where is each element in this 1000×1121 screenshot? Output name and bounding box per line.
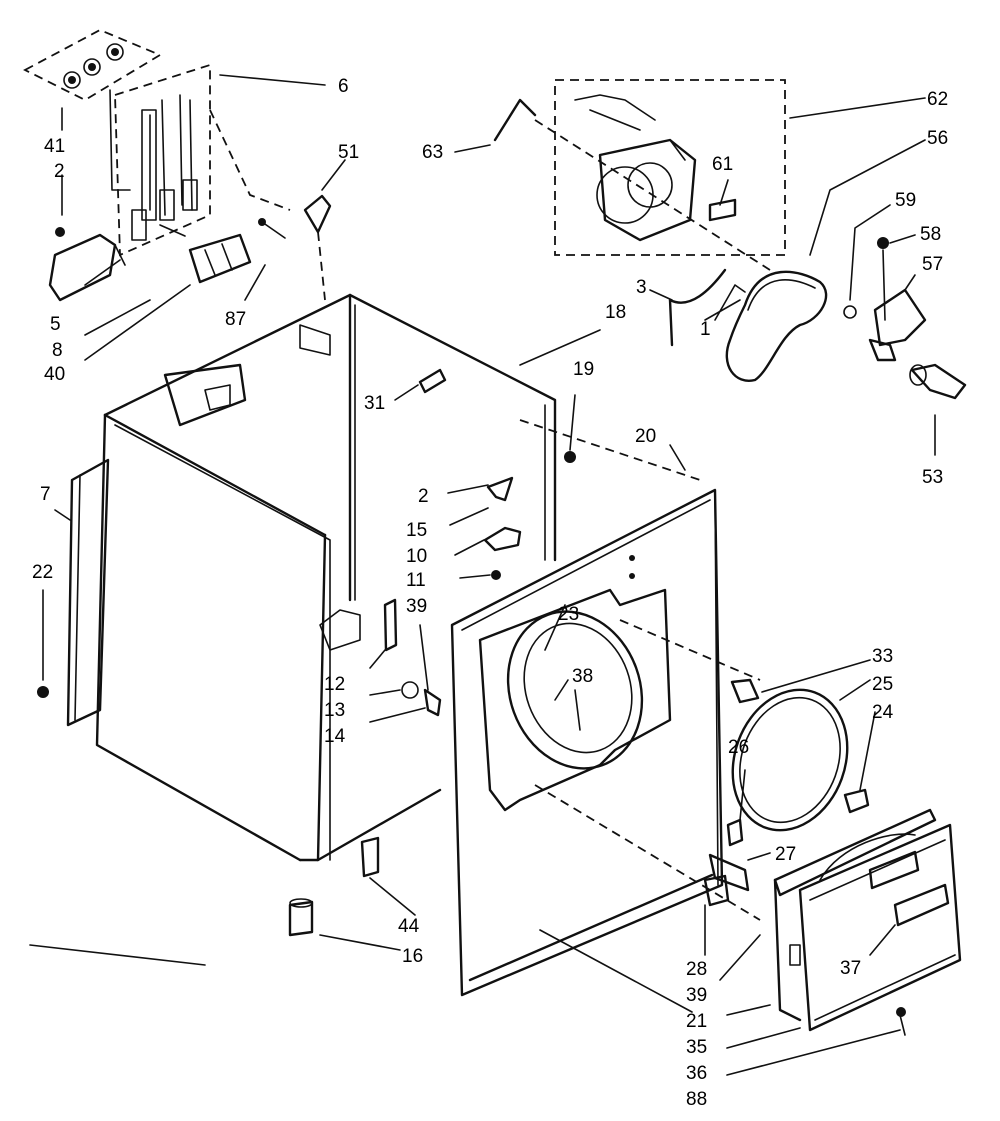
part-14 xyxy=(423,688,442,717)
switch-12 xyxy=(383,598,398,652)
label-35: 35 xyxy=(686,1037,707,1058)
label-18: 18 xyxy=(605,302,626,323)
door-assembly xyxy=(773,808,962,1032)
part-51 xyxy=(303,194,332,234)
control-bracket xyxy=(48,233,126,302)
part-28 xyxy=(703,874,730,907)
door-gasket-25 xyxy=(731,688,849,832)
label-31: 31 xyxy=(364,393,385,414)
back-panel-7 xyxy=(66,458,110,727)
front-panel xyxy=(450,488,724,997)
label-8: 8 xyxy=(52,340,63,361)
screw-87 xyxy=(261,221,286,239)
label-38: 38 xyxy=(572,666,593,687)
hinge-27 xyxy=(708,853,750,892)
label-61: 61 xyxy=(712,154,733,175)
label-3: 3 xyxy=(636,277,647,298)
label-87: 87 xyxy=(225,309,246,330)
switch-block xyxy=(188,233,252,284)
label-26: 26 xyxy=(728,737,749,758)
label-51: 51 xyxy=(338,142,359,163)
label-20: 20 xyxy=(635,426,656,447)
label-2-top: 2 xyxy=(54,161,65,182)
label-15: 15 xyxy=(406,520,427,541)
label-57: 57 xyxy=(922,254,943,275)
motor-assembly xyxy=(554,79,786,256)
label-23: 23 xyxy=(558,604,579,625)
wire-3 xyxy=(668,268,727,347)
label-56: 56 xyxy=(927,128,948,149)
pulley-53 xyxy=(909,363,967,400)
label-36: 36 xyxy=(686,1063,707,1084)
label-39-mid: 39 xyxy=(406,596,427,617)
drive-belt xyxy=(725,270,828,382)
part-10 xyxy=(483,526,522,552)
label-22: 22 xyxy=(32,562,53,583)
label-5: 5 xyxy=(50,314,61,335)
part-33 xyxy=(730,678,760,704)
control-knob-set xyxy=(23,29,162,102)
clip-31 xyxy=(418,368,447,394)
label-28: 28 xyxy=(686,959,707,980)
screw-8 xyxy=(159,224,186,237)
label-21: 21 xyxy=(686,1011,707,1032)
label-24: 24 xyxy=(872,702,894,723)
label-10: 10 xyxy=(406,546,427,567)
part-15 xyxy=(486,476,514,502)
part-24 xyxy=(843,788,870,814)
cabinet-frame xyxy=(95,293,557,862)
label-14: 14 xyxy=(324,726,346,747)
label-53: 53 xyxy=(922,467,943,488)
harness-63 xyxy=(493,98,537,142)
screw-88 xyxy=(899,1014,906,1036)
part-26 xyxy=(726,818,744,847)
label-40: 40 xyxy=(44,364,65,385)
control-panel-wiring xyxy=(109,63,211,257)
leveling-foot-16 xyxy=(288,898,314,937)
label-13: 13 xyxy=(324,700,345,721)
label-1: 1 xyxy=(700,319,711,340)
label-88: 88 xyxy=(686,1089,707,1110)
label-58: 58 xyxy=(920,224,941,245)
part-44 xyxy=(360,836,380,878)
label-19: 19 xyxy=(573,359,594,380)
label-62: 62 xyxy=(927,89,948,110)
label-37: 37 xyxy=(840,958,861,979)
label-6: 6 xyxy=(338,76,349,97)
leader-lines xyxy=(29,74,936,1076)
label-25: 25 xyxy=(872,674,893,695)
label-63: 63 xyxy=(422,142,443,163)
label-7: 7 xyxy=(40,484,51,505)
label-41: 41 xyxy=(44,136,65,157)
label-33: 33 xyxy=(872,646,893,667)
label-16: 16 xyxy=(402,946,423,967)
label-2-mid: 2 xyxy=(418,486,429,507)
idler-bracket xyxy=(868,237,927,362)
idler-part-1 xyxy=(714,284,746,321)
label-59: 59 xyxy=(895,190,916,211)
part-number-labels: 41 2 5 8 40 87 51 6 63 62 56 61 3 1 59 5… xyxy=(32,76,948,1110)
label-12: 12 xyxy=(324,674,345,695)
label-44: 44 xyxy=(398,916,420,937)
pulley-59 xyxy=(843,305,857,319)
label-11: 11 xyxy=(406,570,426,591)
label-27: 27 xyxy=(775,844,796,865)
label-39-bottom: 39 xyxy=(686,985,707,1006)
